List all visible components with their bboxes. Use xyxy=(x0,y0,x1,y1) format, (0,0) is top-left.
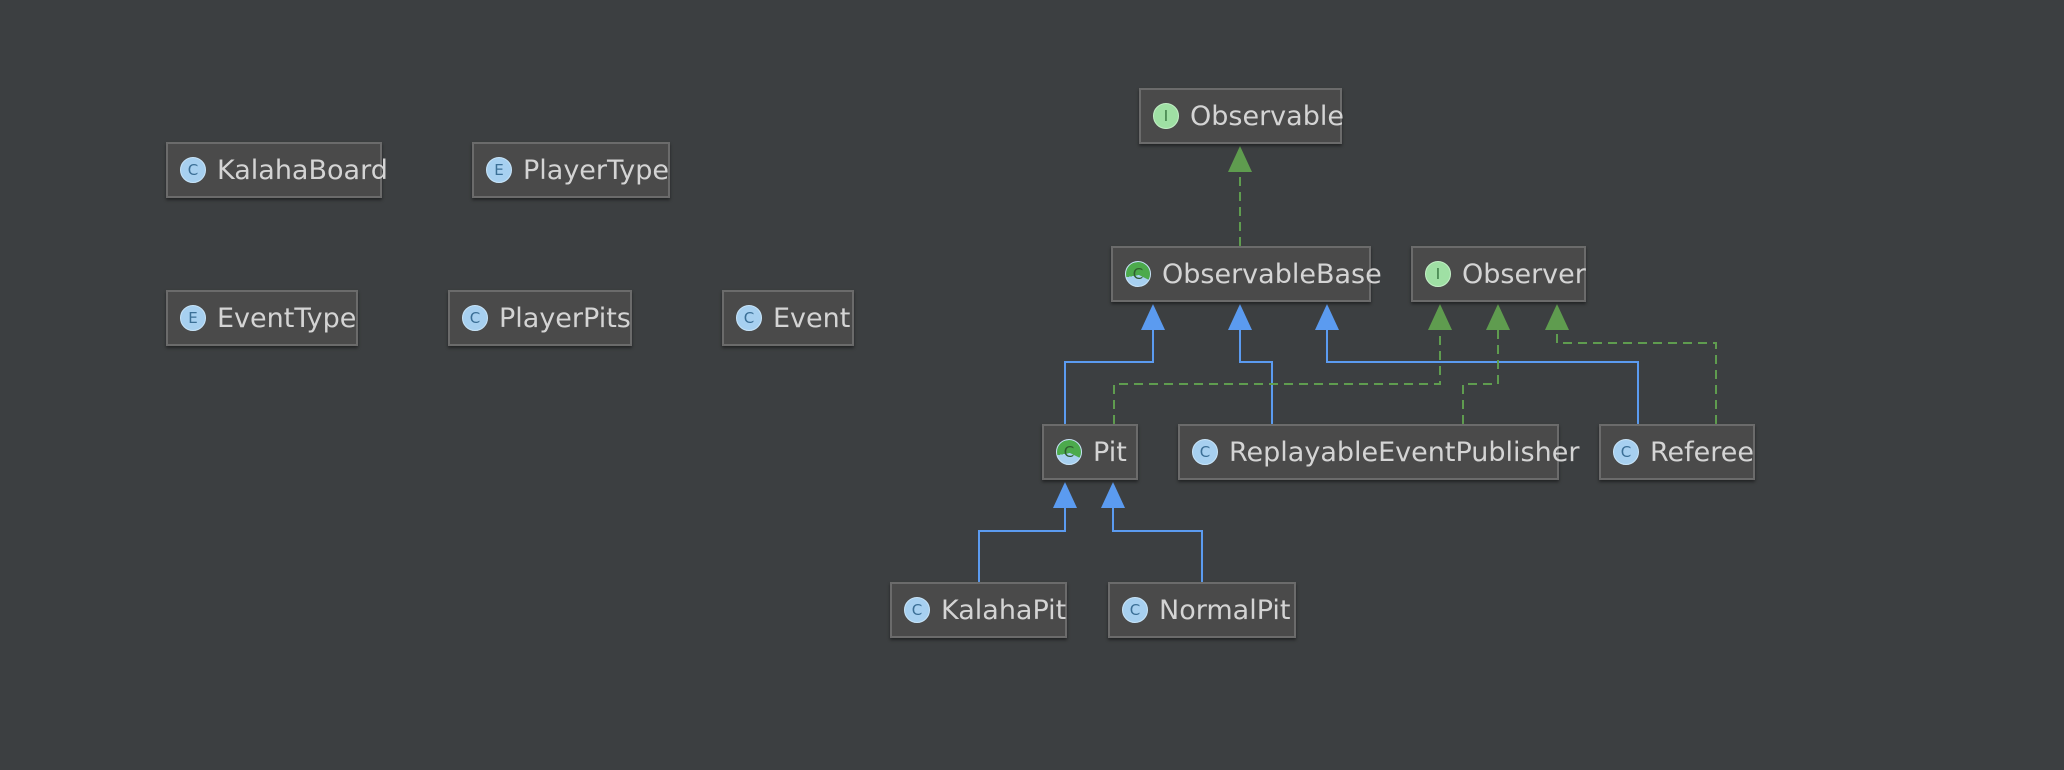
node-kalaha-pit[interactable]: C KalahaPit xyxy=(890,582,1067,638)
arrowhead xyxy=(1228,146,1252,172)
edge-replayable-extends-observablebase xyxy=(1228,304,1273,424)
node-event-type[interactable]: E EventType xyxy=(166,290,358,346)
node-label: ReplayableEventPublisher xyxy=(1229,436,1580,468)
node-label: KalahaBoard xyxy=(217,154,388,186)
node-observable-base[interactable]: C ObservableBase xyxy=(1111,246,1382,302)
arrowhead xyxy=(1228,304,1252,330)
node-label: Pit xyxy=(1093,436,1127,468)
arrowhead xyxy=(1315,304,1339,330)
node-label: NormalPit xyxy=(1159,594,1291,626)
node-pit[interactable]: C Pit xyxy=(1042,424,1138,480)
class-icon: C xyxy=(1192,439,1218,465)
node-referee[interactable]: C Referee xyxy=(1599,424,1755,480)
edge-pit-extends-observablebase xyxy=(1064,304,1165,424)
class-icon: C xyxy=(462,305,488,331)
abstract-class-icon: C xyxy=(1125,261,1151,287)
node-label: EventType xyxy=(217,302,357,334)
node-label: PlayerPits xyxy=(499,302,631,334)
node-label: Observable xyxy=(1190,100,1344,132)
class-icon: C xyxy=(1122,597,1148,623)
node-label: Referee xyxy=(1650,436,1755,468)
edge-line xyxy=(1462,330,1499,424)
node-label: KalahaPit xyxy=(941,594,1067,626)
edge-pit-implements-observer xyxy=(1113,304,1452,424)
edge-line xyxy=(1326,330,1639,424)
edge-normalpit-extends-pit xyxy=(1101,482,1203,582)
edge-line xyxy=(1239,330,1273,424)
node-label: Event xyxy=(773,302,851,334)
edge-replayable-implements-observer xyxy=(1462,304,1510,424)
node-kalaha-board[interactable]: C KalahaBoard xyxy=(166,142,388,198)
class-icon: C xyxy=(736,305,762,331)
node-observable[interactable]: I Observable xyxy=(1139,88,1344,144)
class-icon: C xyxy=(1613,439,1639,465)
edge-line xyxy=(1064,330,1154,424)
arrowhead xyxy=(1428,304,1452,330)
edge-kalahapit-extends-pit xyxy=(978,482,1077,582)
edge-referee-extends-observablebase xyxy=(1315,304,1639,424)
node-normal-pit[interactable]: C NormalPit xyxy=(1108,582,1296,638)
node-label: Observer xyxy=(1462,258,1586,290)
edge-line xyxy=(978,508,1066,582)
node-player-type[interactable]: E PlayerType xyxy=(472,142,670,198)
arrowhead xyxy=(1486,304,1510,330)
class-icon: C xyxy=(904,597,930,623)
abstract-class-icon: C xyxy=(1056,439,1082,465)
arrowhead xyxy=(1141,304,1165,330)
class-icon: C xyxy=(180,157,206,183)
interface-icon: I xyxy=(1153,103,1179,129)
edge-line xyxy=(1556,330,1717,424)
node-label: ObservableBase xyxy=(1162,258,1382,290)
enum-icon: E xyxy=(486,157,512,183)
arrowhead xyxy=(1053,482,1077,508)
arrowhead xyxy=(1545,304,1569,330)
edge-line xyxy=(1113,330,1441,424)
node-event[interactable]: C Event xyxy=(722,290,854,346)
edge-referee-implements-observer xyxy=(1545,304,1717,424)
interface-icon: I xyxy=(1425,261,1451,287)
node-label: PlayerType xyxy=(523,154,670,186)
node-replayable-event-publisher[interactable]: C ReplayableEventPublisher xyxy=(1178,424,1579,480)
node-player-pits[interactable]: C PlayerPits xyxy=(448,290,632,346)
arrowhead xyxy=(1101,482,1125,508)
edge-observablebase-implements-observable xyxy=(1228,146,1252,246)
node-observer[interactable]: I Observer xyxy=(1411,246,1586,302)
enum-icon: E xyxy=(180,305,206,331)
edge-line xyxy=(1112,508,1203,582)
